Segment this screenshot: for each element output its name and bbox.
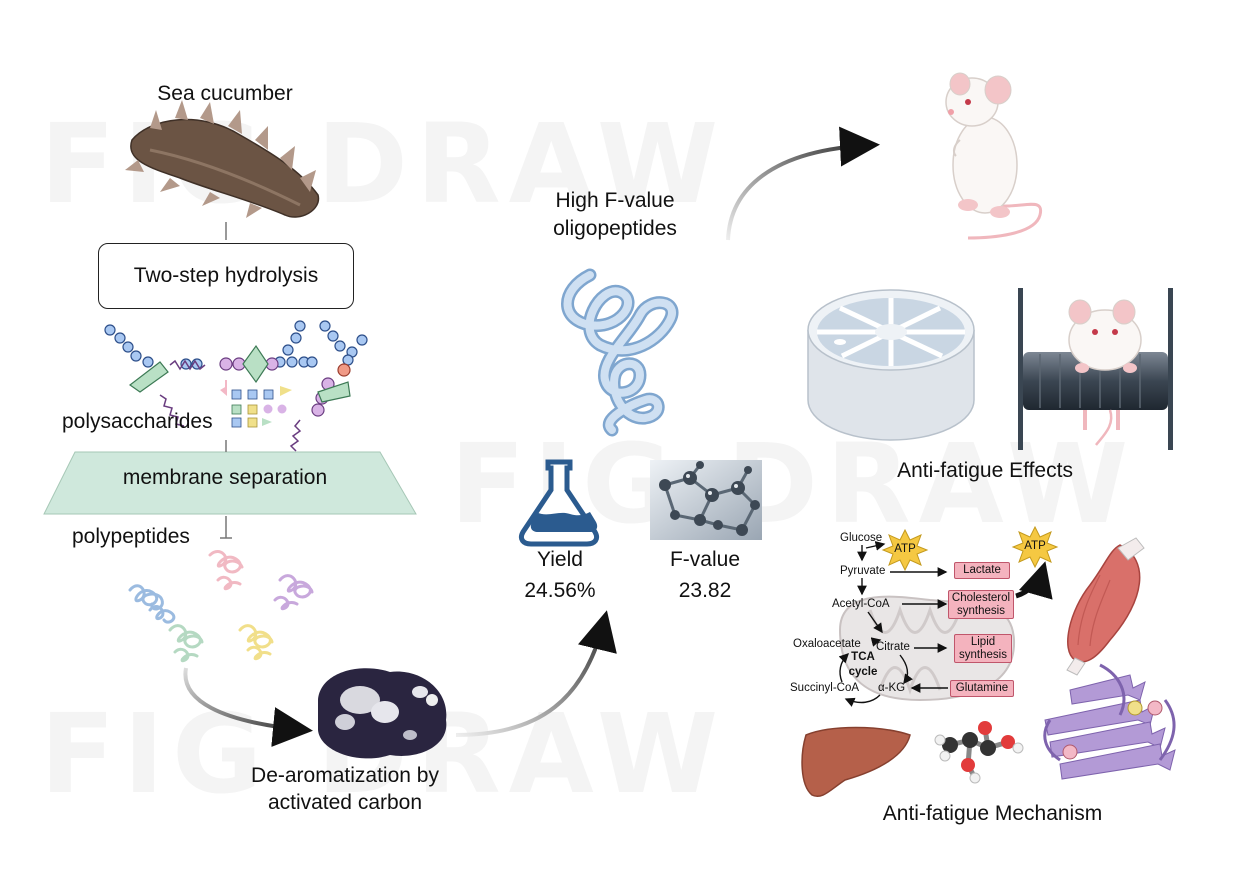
water-maze-icon bbox=[807, 289, 975, 441]
yield-label: Yield bbox=[537, 548, 583, 571]
glucose-label: Glucose bbox=[840, 532, 883, 544]
flask-icon bbox=[518, 459, 600, 547]
succinyl-coa-label: Succinyl-CoA bbox=[790, 682, 860, 694]
high-fvalue-label-line1: High F-value bbox=[555, 189, 675, 212]
dearomatization-label-line1: De-aromatization by bbox=[251, 764, 439, 787]
rotarod-icon bbox=[1018, 288, 1173, 450]
oligopeptide-ribbon-icon bbox=[561, 268, 679, 437]
activated-carbon-icon bbox=[318, 668, 447, 759]
atp-star-icon bbox=[881, 528, 929, 572]
lipid-synthesis-box: Lipid synthesis bbox=[954, 634, 1012, 664]
protein-structure-icon bbox=[1043, 663, 1176, 780]
atp-thick-arrow bbox=[1015, 561, 1053, 600]
oxaloacetate-label: Oxaloacetate bbox=[793, 638, 861, 650]
muscle-icon bbox=[1066, 537, 1145, 676]
liver-icon bbox=[801, 726, 911, 797]
atp-label: ATP bbox=[894, 543, 916, 555]
anti-fatigue-effects-title: Anti-fatigue Effects bbox=[897, 459, 1073, 482]
glutamine-box: Glutamine bbox=[950, 680, 1014, 697]
polysaccharides-label: polysaccharides bbox=[62, 410, 213, 433]
polypeptides-label: polypeptides bbox=[72, 525, 190, 548]
arrow-to-carbon bbox=[183, 667, 313, 747]
membrane-separation-label: membrane separation bbox=[122, 466, 328, 489]
acetyl-coa-label: Acetyl-CoA bbox=[832, 598, 890, 610]
fvalue-value: 23.82 bbox=[678, 579, 732, 602]
sea-cucumber-icon bbox=[125, 100, 320, 218]
atp-label: ATP bbox=[1024, 540, 1046, 552]
akg-label: α-KG bbox=[878, 682, 906, 694]
rat-icon bbox=[945, 72, 1043, 240]
arrow-to-results bbox=[455, 610, 617, 737]
pathway-arrows bbox=[838, 541, 948, 707]
tca-label: TCA bbox=[851, 651, 875, 663]
tca-cycle-label: cycle bbox=[848, 666, 878, 678]
lipid-synthesis-text: synthesis bbox=[959, 648, 1007, 661]
citrate-label: Citrate bbox=[876, 641, 910, 653]
atp-star-icon bbox=[1011, 525, 1059, 569]
fvalue-label: F-value bbox=[669, 548, 741, 571]
polysaccharide-chains-icon bbox=[104, 320, 368, 452]
lactate-box: Lactate bbox=[954, 562, 1010, 579]
polypeptide-coils-icon bbox=[128, 550, 314, 663]
cholesterol-synthesis-box: Cholesterol synthesis bbox=[948, 590, 1014, 620]
high-fvalue-label-line2: oligopeptides bbox=[553, 217, 677, 240]
dearomatization-label-line2: activated carbon bbox=[267, 791, 423, 814]
sea-cucumber-label: Sea cucumber bbox=[157, 82, 293, 105]
arrow-to-animal-study bbox=[726, 126, 880, 241]
membrane-plate bbox=[43, 451, 417, 515]
yield-value: 24.56% bbox=[524, 579, 596, 602]
two-step-hydrolysis-box: Two-step hydrolysis bbox=[98, 243, 354, 309]
molecule-structure-icon bbox=[650, 460, 762, 540]
lactate-molecule-icon bbox=[934, 721, 1024, 784]
cholesterol-text: Cholesterol bbox=[951, 592, 1011, 604]
anti-fatigue-mechanism-title: Anti-fatigue Mechanism bbox=[882, 802, 1103, 825]
cholesterol-synthesis-text: synthesis bbox=[957, 604, 1005, 617]
lipid-text: Lipid bbox=[970, 636, 996, 648]
pyruvate-label: Pyruvate bbox=[840, 565, 886, 577]
